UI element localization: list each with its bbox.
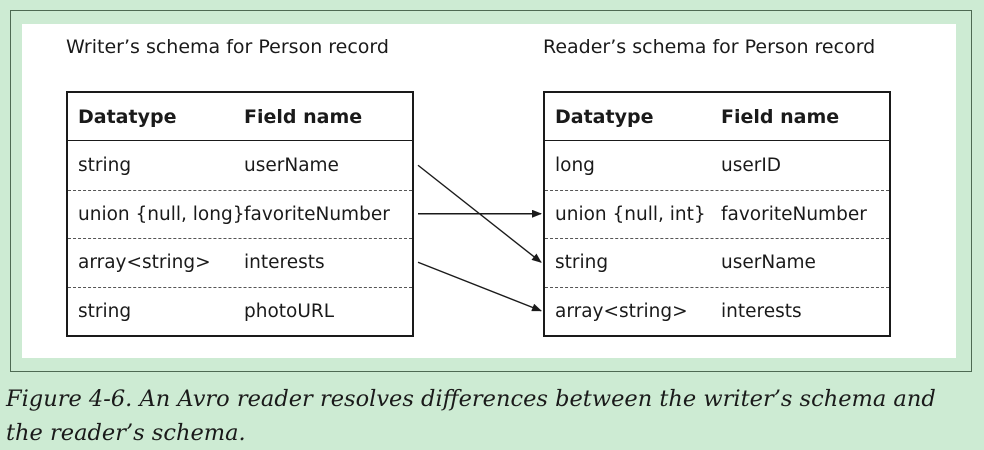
table-row: string userName <box>68 141 412 190</box>
header-field-name: Field name <box>244 105 363 128</box>
datatype-cell: array<string> <box>78 252 211 274</box>
header-field-name: Field name <box>721 105 840 128</box>
figure-caption: Figure 4-6. An Avro reader resolves diff… <box>6 386 936 446</box>
field-name-cell: interests <box>721 300 802 322</box>
field-name-cell: userName <box>721 252 816 274</box>
table-row: array<string> interests <box>68 238 412 287</box>
table-header: Datatype Field name <box>545 93 889 141</box>
field-name-cell: favoriteNumber <box>721 203 867 225</box>
field-name-cell: interests <box>244 252 325 274</box>
field-name-cell: photoURL <box>244 300 335 322</box>
table-row: string photoURL <box>68 286 412 336</box>
writer-schema-table: Datatype Field name string userName unio… <box>66 91 414 337</box>
datatype-cell: string <box>78 300 132 322</box>
datatype-cell: long <box>555 154 595 176</box>
table-row: array<string> interests <box>545 286 889 336</box>
reader-schema-table: Datatype Field name long userID union {n… <box>543 91 891 337</box>
header-datatype: Datatype <box>78 105 177 128</box>
table-row: union {null, int} favoriteNumber <box>545 189 889 239</box>
table-row: long userID <box>545 141 889 190</box>
table-row: union {null, long} favoriteNumber <box>68 189 412 239</box>
field-name-cell: userName <box>244 154 339 176</box>
datatype-cell: union {null, int} <box>555 203 706 225</box>
table-row: string userName <box>545 238 889 287</box>
datatype-cell: union {null, long} <box>78 203 245 225</box>
field-name-cell: favoriteNumber <box>244 203 390 225</box>
header-datatype: Datatype <box>555 105 654 128</box>
datatype-cell: string <box>555 252 609 274</box>
datatype-cell: string <box>78 154 132 176</box>
table-header: Datatype Field name <box>68 93 412 141</box>
field-name-cell: userID <box>721 154 782 176</box>
datatype-cell: array<string> <box>555 300 688 322</box>
reader-schema-title: Reader’s schema for Person record <box>543 36 876 58</box>
mapping-arrow <box>417 261 542 312</box>
writer-schema-title: Writer’s schema for Person record <box>66 36 389 58</box>
